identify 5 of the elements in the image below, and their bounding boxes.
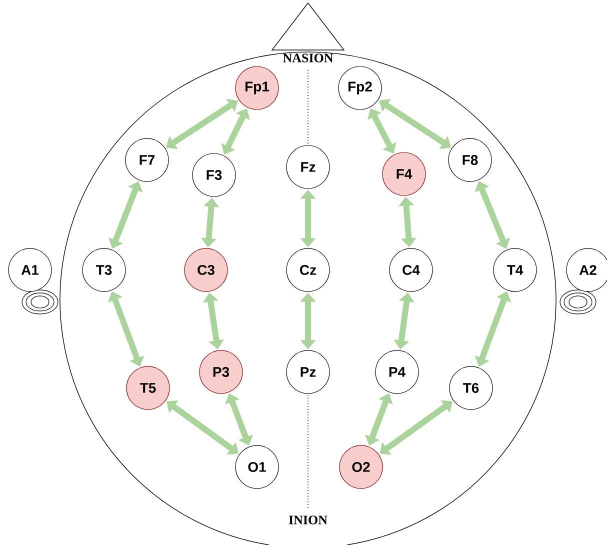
landmark-label: INION	[288, 516, 328, 524]
double-arrow	[380, 400, 452, 455]
node-label: A2	[579, 265, 596, 275]
double-arrow	[166, 98, 238, 150]
landmark-label: NASION	[282, 54, 334, 62]
